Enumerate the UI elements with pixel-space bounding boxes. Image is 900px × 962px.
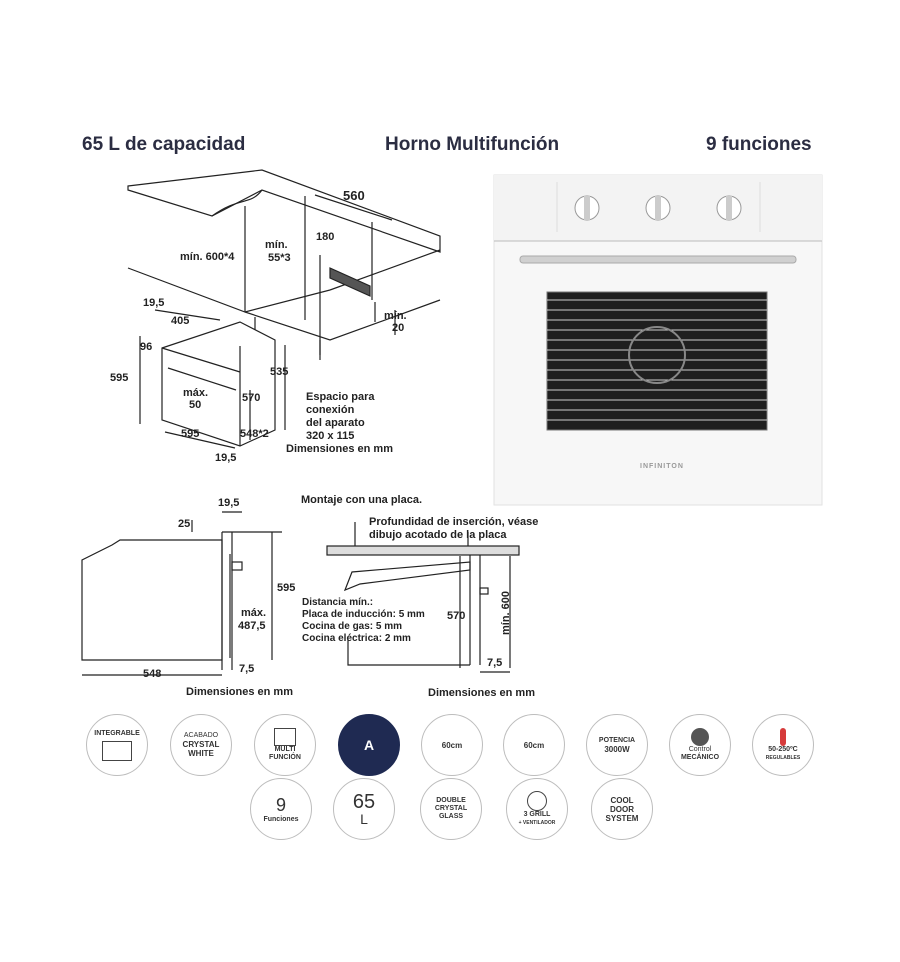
dim-548: 548*2 bbox=[240, 428, 269, 440]
side-units: Dimensiones en mm bbox=[186, 686, 293, 698]
hob-note2: dibujo acotado de la placa bbox=[369, 529, 507, 541]
dim-max50b: 50 bbox=[189, 399, 202, 411]
dim-595v: 595 bbox=[110, 372, 129, 384]
side-max-a: máx. bbox=[241, 607, 267, 619]
dim-595h: 595 bbox=[181, 428, 200, 440]
cool-door-icon: COOL DOOR SYSTEM bbox=[591, 778, 653, 840]
side-19-5: 19,5 bbox=[218, 497, 240, 509]
note-line3: del aparato bbox=[306, 417, 365, 429]
hob-7-5: 7,5 bbox=[487, 657, 503, 669]
height-60cm-icon: 60cm bbox=[421, 714, 483, 776]
oven-brand: INFINITON bbox=[640, 463, 684, 470]
dim-570: 570 bbox=[242, 392, 261, 404]
integrable-icon: INTEGRABLE bbox=[86, 714, 148, 776]
potencia-icon: POTENCIA 3000W bbox=[586, 714, 648, 776]
dim-560: 560 bbox=[343, 188, 365, 203]
hob-dist3: Cocina eléctrica: 2 mm bbox=[302, 633, 411, 644]
side-7-5: 7,5 bbox=[239, 663, 255, 675]
hob-title: Montaje con una placa. bbox=[301, 494, 423, 506]
dim-19-5b: 19,5 bbox=[215, 452, 237, 464]
units-label: Dimensiones en mm bbox=[286, 443, 393, 455]
double-glass-icon: DOUBLE CRYSTAL GLASS bbox=[420, 778, 482, 840]
side-max-b: 487,5 bbox=[238, 620, 266, 632]
hob-min600: mín. 600 bbox=[500, 590, 513, 636]
grill-ventilador-icon: 3 GRILL + VENTILADOR bbox=[506, 778, 568, 840]
dim-min20a: mín. bbox=[384, 310, 407, 322]
dim-min20b: 20 bbox=[392, 322, 405, 334]
dim-min55b: 55*3 bbox=[268, 252, 291, 264]
side-25: 25 bbox=[178, 518, 191, 530]
hob-dist1: Placa de inducción: 5 mm bbox=[302, 609, 425, 620]
note-line4: 320 x 115 bbox=[306, 430, 355, 442]
dim-max50a: máx. bbox=[183, 387, 209, 399]
dim-405: 405 bbox=[171, 315, 190, 327]
control-mecanico-icon: Control MECÁNICO bbox=[669, 714, 731, 776]
note-line1: Espacio para bbox=[306, 391, 375, 403]
multifuncion-icon: MULTI FUNCIÓN bbox=[254, 714, 316, 776]
hob-dist2: Cocina de gas: 5 mm bbox=[302, 621, 403, 632]
width-60cm-icon: 60cm bbox=[503, 714, 565, 776]
functions-heading: 9 funciones bbox=[706, 134, 812, 155]
dim-535: 535 bbox=[270, 366, 289, 378]
capacity-heading: 65 L de capacidad bbox=[82, 134, 246, 155]
energy-class-icon: A bbox=[338, 714, 400, 776]
side-548: 548 bbox=[143, 668, 162, 680]
sixty-five-litre-icon: 65 L bbox=[333, 778, 395, 840]
product-heading: Horno Multifunción bbox=[385, 134, 560, 155]
dim-min55a: mín. bbox=[265, 239, 288, 251]
dim-180: 180 bbox=[316, 231, 335, 243]
dim-min600: mín. 600*4 bbox=[180, 251, 235, 263]
hob-units: Dimensiones en mm bbox=[428, 687, 535, 699]
note-line2: conexión bbox=[306, 404, 355, 416]
hob-570: 570 bbox=[447, 610, 466, 622]
hob-dist0: Distancia mín.: bbox=[302, 597, 374, 608]
temperature-icon: 50-250ºC REGULABLES bbox=[752, 714, 814, 776]
nine-functions-icon: 9 Funciones bbox=[250, 778, 312, 840]
crystal-white-icon: ACABADO CRYSTAL WHITE bbox=[170, 714, 232, 776]
side-595: 595 bbox=[277, 582, 296, 594]
dim-96: 96 bbox=[140, 341, 153, 353]
hob-note1: Profundidad de inserción, véase bbox=[369, 516, 539, 528]
dim-19-5: 19,5 bbox=[143, 297, 165, 309]
